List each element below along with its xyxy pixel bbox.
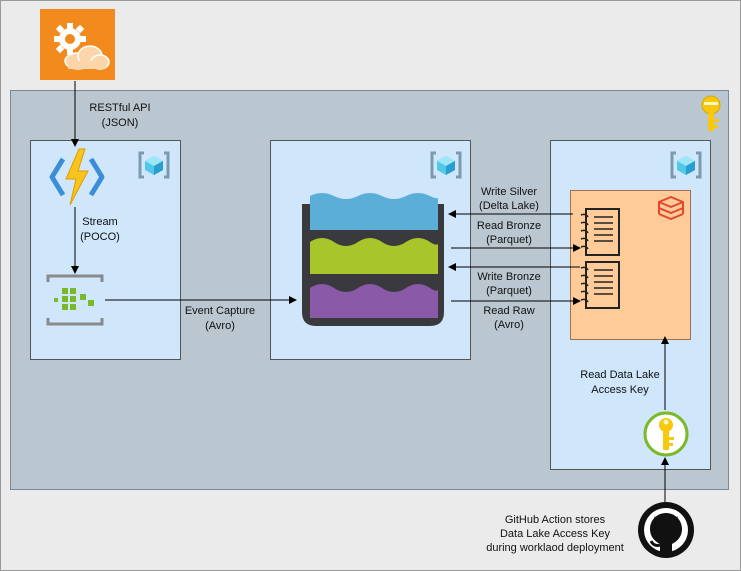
api-connector-label: RESTful API (JSON)	[89, 102, 151, 129]
notebook-icon	[578, 207, 622, 257]
data-lake-icon	[298, 190, 448, 330]
key-vault-key-icon	[699, 95, 723, 133]
resource-group-icon	[138, 150, 170, 180]
write-bronze-label: Write Bronze (Parquet)	[477, 271, 541, 297]
managed-identity-key-icon	[642, 410, 690, 458]
read-raw-label: Read Raw (Avro)	[483, 305, 535, 331]
notebook-icon	[578, 260, 622, 310]
resource-group-icon	[670, 150, 702, 180]
write-silver-label: Write Silver (Delta Lake)	[479, 186, 539, 212]
stream-connector-label: Stream (POCO)	[80, 216, 120, 243]
read-bronze-label: Read Bronze (Parquet)	[476, 220, 542, 246]
read-key-label: Read Data Lake Access Key	[580, 369, 660, 396]
github-action-label: GitHub Action stores Data Lake Access Ke…	[486, 514, 624, 554]
github-icon	[637, 501, 695, 559]
azure-function-icon	[49, 147, 105, 207]
api-cloud-gear-icon	[40, 9, 115, 80]
databricks-icon	[657, 196, 685, 222]
event-capture-label: Event Capture (Avro)	[184, 305, 256, 332]
resource-group-icon	[430, 150, 462, 180]
event-hub-icon	[46, 274, 104, 326]
databricks-workspace-box	[570, 190, 691, 340]
